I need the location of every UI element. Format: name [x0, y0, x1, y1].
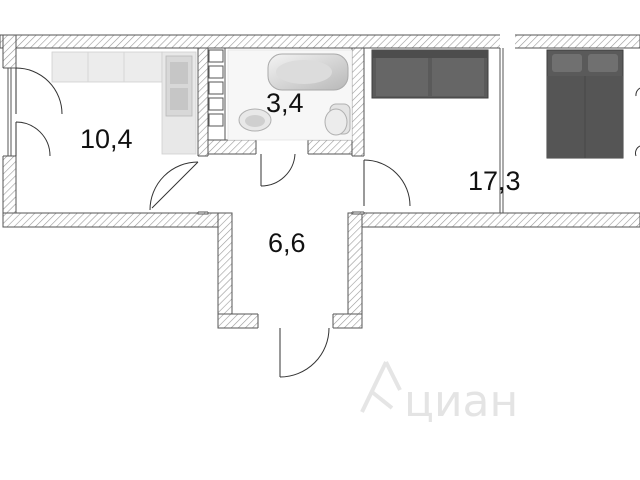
- living-room-furniture: [371, 48, 624, 213]
- watermark: циан: [360, 361, 518, 427]
- kitchen-left-door: [15, 67, 63, 157]
- hallway-area-label: 6,6: [268, 228, 306, 258]
- partition-kitchen: [197, 47, 209, 215]
- right-edge-door: [635, 87, 640, 157]
- entrance-door: [279, 327, 330, 378]
- openings: [1, 34, 515, 329]
- hallway-wall-left: [217, 212, 233, 329]
- watermark-text: циан: [404, 376, 518, 427]
- bathroom-area-label: 3,4: [266, 88, 304, 118]
- outer-wall-top: [0, 34, 640, 49]
- kitchen-fixtures: [51, 51, 197, 155]
- toilet-icon: [324, 108, 348, 136]
- vent-block: [208, 49, 224, 63]
- living-room-door: [363, 159, 411, 207]
- kitchen-door: [149, 161, 199, 211]
- kitchen-counter: [51, 51, 163, 83]
- cian-logo-icon: [360, 361, 402, 413]
- outer-wall-bottom-right: [361, 212, 640, 228]
- bathroom-fixtures: [208, 48, 353, 141]
- bathroom-door: [260, 153, 296, 187]
- hallway-wall-right: [347, 212, 363, 329]
- opening-jambs: [3, 67, 364, 328]
- living-room-area-label: 17,3: [468, 166, 521, 196]
- kitchen-area-label: 10,4: [80, 124, 133, 154]
- outer-wall-bottom-left: [2, 212, 219, 228]
- doors: [15, 67, 640, 378]
